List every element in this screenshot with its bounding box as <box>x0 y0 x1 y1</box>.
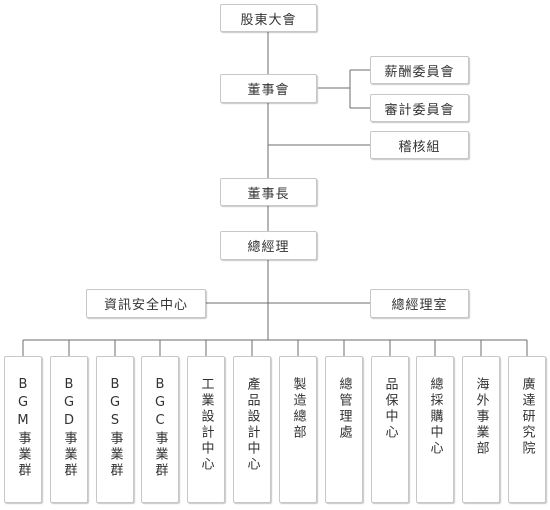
dept-bgm: BGM事業群 <box>4 356 42 503</box>
node-compensation-committee: 薪酬委員會 <box>370 56 469 84</box>
node-chairman: 董事長 <box>220 178 317 206</box>
dept-bgd: BGD事業群 <box>50 356 88 503</box>
node-general-manager: 總經理 <box>220 231 317 260</box>
node-shareholders: 股東大會 <box>220 4 317 32</box>
dept-label: BGM事業群 <box>15 377 31 479</box>
dept-procurement: 總採購中心 <box>416 356 454 503</box>
dept-label: 工業設計中心 <box>198 377 214 473</box>
dept-bgc: BGC事業群 <box>141 356 179 503</box>
node-gm-office: 總經理室 <box>370 289 469 318</box>
dept-industrial-design: 工業設計中心 <box>187 356 225 503</box>
dept-label: BGD事業群 <box>61 377 77 479</box>
dept-label: BGS事業群 <box>107 377 123 479</box>
dept-label: 海外事業部 <box>473 377 489 457</box>
dept-label: 廣達研究院 <box>519 377 535 457</box>
dept-label: 製造總部 <box>290 377 306 441</box>
dept-label: BGC事業群 <box>152 377 168 479</box>
dept-overseas: 海外事業部 <box>462 356 500 503</box>
dept-bgs: BGS事業群 <box>96 356 134 503</box>
node-audit-committee: 審計委員會 <box>370 94 469 122</box>
node-board: 董事會 <box>220 74 317 103</box>
dept-label: 品保中心 <box>382 377 398 441</box>
dept-research-institute: 廣達研究院 <box>508 356 546 503</box>
node-info-security-center: 資訊安全中心 <box>86 289 206 318</box>
dept-manufacturing: 製造總部 <box>279 356 317 503</box>
dept-label: 產品設計中心 <box>244 377 260 473</box>
dept-label: 總管理處 <box>336 377 352 441</box>
dept-product-design: 產品設計中心 <box>233 356 271 503</box>
dept-quality-assurance: 品保中心 <box>371 356 409 503</box>
dept-general-admin: 總管理處 <box>325 356 363 503</box>
dept-label: 總採購中心 <box>427 377 443 457</box>
node-audit-team: 稽核組 <box>370 131 469 159</box>
